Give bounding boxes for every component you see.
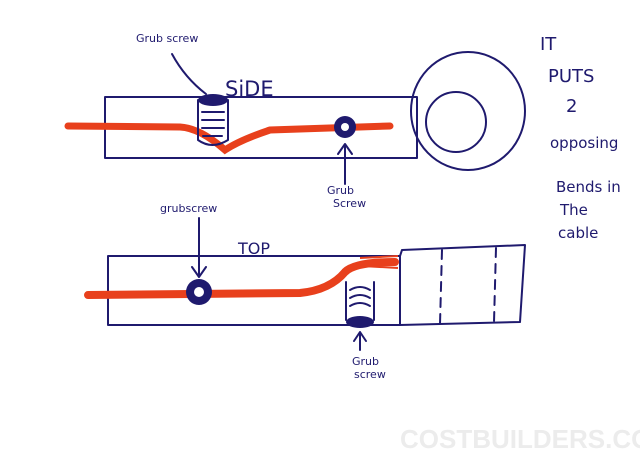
lug-ring-hole [425,91,487,153]
note: IT PUTS 2 opposing Bends in The cable [540,34,621,242]
top-view: TOP grubscrew Grub screw [84,202,526,381]
side-grub-right-label-2: Screw [333,197,366,210]
note-line: 2 [566,96,577,117]
side-grub-label: Grub screw [136,32,198,45]
top-grub-screw-threaded [345,281,375,328]
top-lug-ferrule [399,244,526,326]
note-line: opposing [550,134,618,152]
note-line: PUTS [548,66,594,87]
side-view: SiDE Grub screw Grub Screw [64,32,526,210]
top-cable [84,258,399,299]
side-cable [64,122,394,155]
side-grub-right-label-1: Grub [327,184,354,197]
arrow-top-grub [191,217,207,278]
cable-strands [359,255,399,269]
note-line: Bends in [556,178,621,196]
top-title: TOP [237,239,270,258]
top-grub-label: grubscrew [160,202,217,215]
note-line: IT [540,34,557,55]
side-title: SiDE [225,77,274,101]
lug-ring-outer [410,51,526,171]
note-line: The [559,201,588,219]
side-grub-screw-round [334,116,356,138]
watermark: COSTBUILDERS.CO [400,424,640,452]
top-lug-barrel [107,255,401,326]
side-grub-screw-threaded [197,94,229,146]
arrow-top-grub-bottom [353,331,367,351]
arrow-side-grub-right [337,143,353,185]
note-line: cable [558,224,598,242]
top-grub-bottom-label-2: screw [354,368,386,381]
top-grub-screw-round [186,279,212,305]
arrow-side-grub [171,53,207,95]
ferrule-dashed-lines [439,247,497,325]
top-grub-bottom-label-1: Grub [352,355,379,368]
